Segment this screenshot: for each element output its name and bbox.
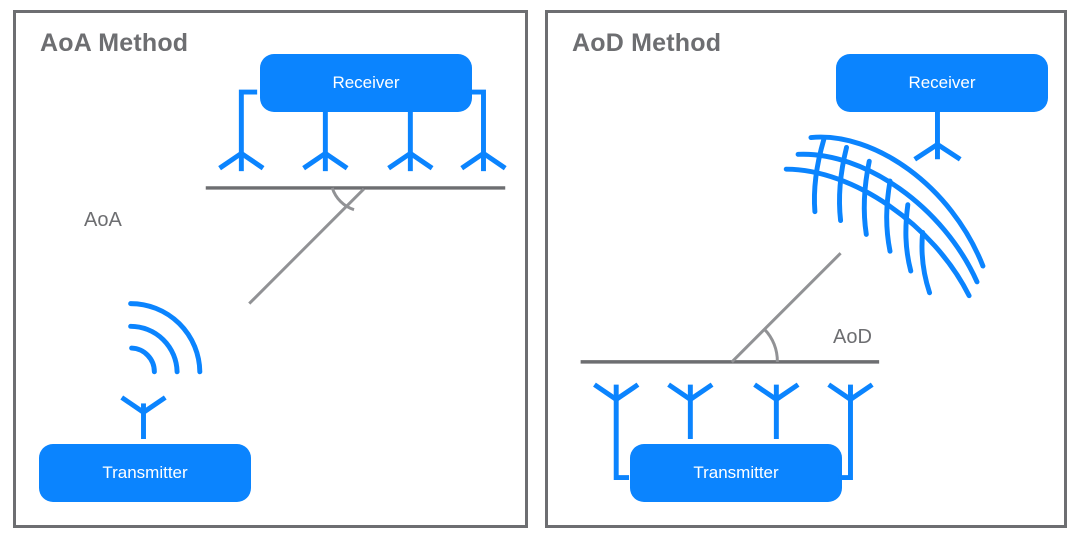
aod-mesh-rib-6 bbox=[919, 229, 933, 296]
aod-departure-ray bbox=[730, 252, 842, 363]
aod-transmitter-box[interactable]: Transmitter bbox=[630, 444, 842, 502]
aoa-antenna-down-1 bbox=[218, 89, 265, 172]
aod-antenna-up-4 bbox=[827, 382, 874, 481]
aoa-antenna-down-4 bbox=[460, 89, 507, 172]
aoa-incident-ray bbox=[248, 187, 365, 305]
aod-mesh-rib-1 bbox=[811, 137, 827, 215]
aod-antenna-up-2 bbox=[667, 382, 714, 440]
aoa-antenna-down-2 bbox=[302, 110, 349, 172]
panel-title-aoa: AoA Method bbox=[40, 29, 189, 57]
aod-mesh-rib-5 bbox=[903, 202, 914, 274]
aod-mesh-arc-1 bbox=[808, 134, 986, 269]
aod-antenna-up-3 bbox=[753, 382, 800, 440]
aoa-transmitter-antenna bbox=[120, 395, 167, 440]
aod-angle-label: AoD bbox=[833, 326, 872, 348]
panel-aoa-method: AoA Method Receiver Transmitter bbox=[13, 10, 528, 528]
aod-beam-mesh bbox=[783, 134, 986, 299]
aoa-receiver-antenna-array bbox=[218, 89, 507, 172]
aoa-transmitter-box[interactable]: Transmitter bbox=[39, 444, 251, 502]
aod-mesh-arc-2 bbox=[795, 151, 980, 285]
aoa-transmitter-label: Transmitter bbox=[102, 463, 188, 482]
aoa-receiver-label: Receiver bbox=[332, 73, 400, 92]
aoa-wave-arc-2 bbox=[128, 323, 180, 375]
aod-mesh-rib-2 bbox=[836, 144, 849, 224]
aod-transmitter-label: Transmitter bbox=[693, 463, 779, 482]
aoa-wave-arcs bbox=[128, 301, 203, 375]
aod-receiver-antenna bbox=[913, 110, 962, 162]
aoa-angle-arc bbox=[330, 187, 355, 212]
aod-receiver-label: Receiver bbox=[908, 73, 976, 92]
aod-transmitter-antenna-array bbox=[593, 382, 874, 481]
aoa-receiver-box[interactable]: Receiver bbox=[260, 54, 472, 112]
aod-angle-arc bbox=[763, 328, 779, 362]
aoa-vector-layer bbox=[120, 89, 507, 440]
panel-aod-method: AoD Method Receiver Transmitter bbox=[545, 10, 1067, 528]
aod-mesh-rib-3 bbox=[861, 158, 872, 237]
aod-mesh-rib-4 bbox=[884, 178, 893, 254]
aoa-wave-arc-1 bbox=[129, 345, 157, 375]
aod-vector-layer bbox=[580, 110, 986, 481]
aoa-wave-arc-3 bbox=[128, 301, 203, 375]
aoa-angle-label: AoA bbox=[84, 209, 122, 231]
aod-receiver-box[interactable]: Receiver bbox=[836, 54, 1048, 112]
aod-antenna-up-1 bbox=[593, 382, 640, 481]
aoa-antenna-down-3 bbox=[387, 110, 434, 172]
panel-title-aod: AoD Method bbox=[572, 29, 722, 57]
